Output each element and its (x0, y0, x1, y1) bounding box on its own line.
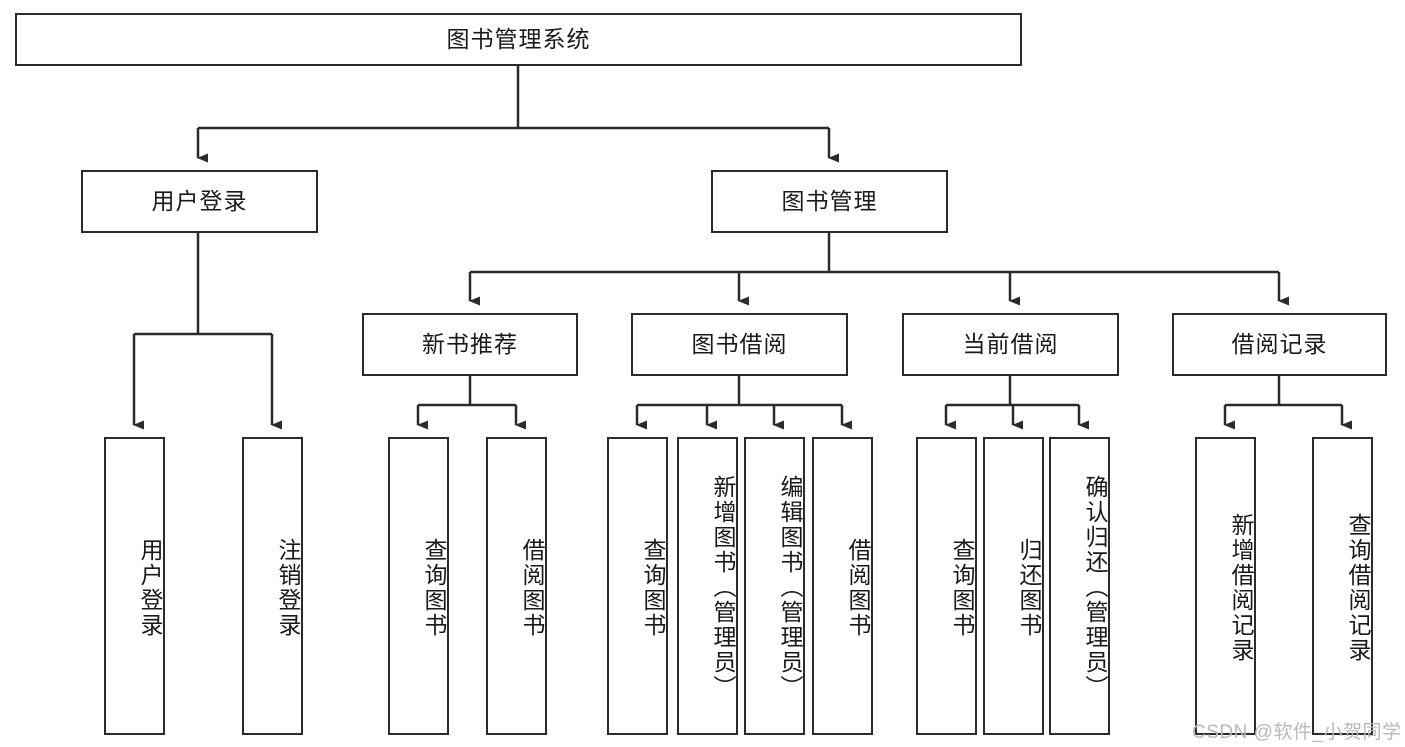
node-leaf-add-book[interactable]: 新增图书（管理员） (677, 437, 738, 735)
node-leaf-add-book-label: 新增图书（管理员） (710, 474, 736, 700)
node-leaf-edit-book-label: 编辑图书（管理员） (777, 474, 803, 700)
node-leaf-query-record[interactable]: 查询借阅记录 (1312, 437, 1373, 735)
node-user-login-label: 用户登录 (151, 187, 248, 214)
node-leaf-borrow-book-rec[interactable]: 借阅图书 (486, 437, 547, 735)
node-leaf-query-book-cur-label: 查询图书 (949, 538, 975, 638)
node-book-manage[interactable]: 图书管理 (711, 170, 948, 233)
csdn-watermark: CSDN @软件_小贺同学 (1192, 722, 1402, 743)
node-leaf-edit-book[interactable]: 编辑图书（管理员） (744, 437, 805, 735)
node-leaf-query-book-cur[interactable]: 查询图书 (916, 437, 977, 735)
node-book-manage-label: 图书管理 (781, 187, 878, 214)
node-borrow-record-label: 借阅记录 (1231, 330, 1328, 357)
node-current-borrow-label: 当前借阅 (962, 330, 1059, 357)
node-book-borrow-label: 图书借阅 (691, 330, 788, 357)
node-leaf-return-book-label: 归还图书 (1016, 538, 1042, 638)
node-leaf-query-record-label: 查询借阅记录 (1345, 513, 1371, 663)
node-leaf-confirm-return-label: 确认归还（管理员） (1082, 474, 1108, 700)
node-user-login[interactable]: 用户登录 (81, 170, 318, 233)
node-root-label: 图书管理系统 (446, 25, 591, 52)
node-leaf-borrow-book[interactable]: 借阅图书 (812, 437, 873, 735)
node-new-book-rec-label: 新书推荐 (422, 330, 518, 357)
node-leaf-logout[interactable]: 注销登录 (242, 437, 303, 735)
node-leaf-query-book-borrow[interactable]: 查询图书 (607, 437, 668, 735)
node-leaf-user-login[interactable]: 用户登录 (104, 437, 165, 735)
node-book-borrow[interactable]: 图书借阅 (631, 313, 848, 376)
node-leaf-borrow-book-rec-label: 借阅图书 (519, 538, 545, 638)
node-leaf-add-record[interactable]: 新增借阅记录 (1195, 437, 1256, 735)
node-leaf-borrow-book-label: 借阅图书 (845, 538, 871, 638)
node-leaf-add-record-label: 新增借阅记录 (1228, 513, 1254, 663)
node-leaf-return-book[interactable]: 归还图书 (983, 437, 1044, 735)
node-leaf-confirm-return[interactable]: 确认归还（管理员） (1049, 437, 1110, 735)
node-leaf-logout-label: 注销登录 (275, 538, 301, 638)
node-leaf-user-login-label: 用户登录 (137, 538, 163, 638)
node-current-borrow[interactable]: 当前借阅 (902, 313, 1119, 376)
node-root[interactable]: 图书管理系统 (15, 13, 1022, 66)
node-new-book-rec[interactable]: 新书推荐 (362, 313, 578, 376)
node-leaf-query-book-rec-label: 查询图书 (421, 538, 447, 638)
node-borrow-record[interactable]: 借阅记录 (1172, 313, 1387, 376)
node-leaf-query-book-rec[interactable]: 查询图书 (388, 437, 449, 735)
node-leaf-query-book-borrow-label: 查询图书 (640, 538, 666, 638)
